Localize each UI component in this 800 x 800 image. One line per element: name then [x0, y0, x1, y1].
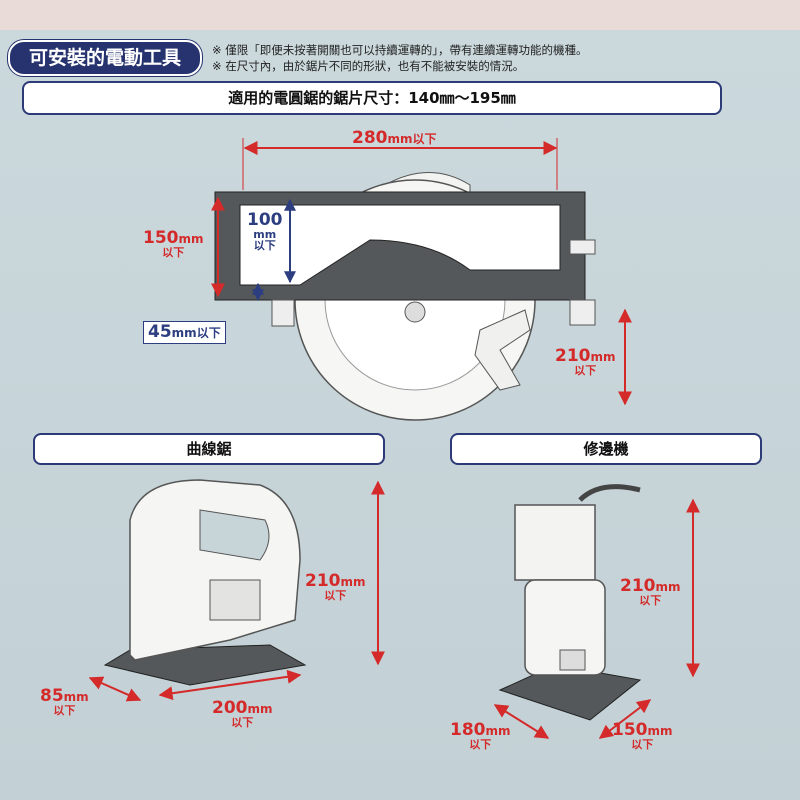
page-title: 可安裝的電動工具 — [8, 40, 202, 76]
dim-line-jigsaw-width — [88, 676, 142, 702]
router-illustration — [498, 484, 642, 721]
dim-line-router-width — [598, 699, 652, 739]
note-2: ※ 在尺寸內，由於鋸片不同的形狀，也有不能被安裝的情況。 — [212, 59, 525, 73]
dim-saw-offset: 45mm以下 — [143, 321, 226, 344]
jigsaw-illustration — [103, 479, 307, 686]
router-heading: 修邊機 — [450, 433, 762, 465]
note-1: ※ 僅限「即便未按著開關也可以持續運轉的」，帶有連續運轉功能的機種。 — [212, 43, 588, 57]
top-strip — [0, 0, 800, 30]
circular-saw-heading: 適用的電圓鋸的鋸片尺寸：140㎜～195㎜ — [22, 81, 722, 115]
jigsaw-heading: 曲線鋸 — [33, 433, 385, 465]
dim-line-jigsaw-length — [158, 669, 302, 701]
dim-saw-width: 280mm以下 — [352, 128, 437, 148]
circular-saw-illustration — [214, 172, 596, 421]
dim-line-router-length — [493, 704, 550, 739]
